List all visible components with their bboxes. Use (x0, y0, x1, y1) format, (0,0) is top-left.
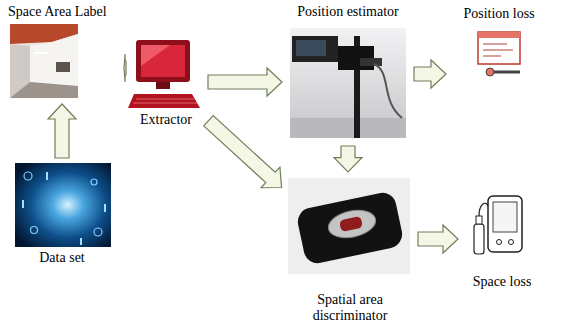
probe-tip (486, 68, 494, 76)
data-glyph (80, 238, 82, 245)
loss-window-icon (478, 32, 520, 76)
stylus-cylinder (474, 224, 484, 254)
node-label: Spatial area discriminator (302, 292, 398, 324)
icon-node: Extractor (128, 36, 204, 128)
handheld-icon (474, 196, 522, 254)
room-shelf (56, 62, 70, 72)
screen-shine (141, 45, 170, 66)
data-set-image (15, 163, 111, 247)
plug (476, 216, 482, 224)
room-photo (10, 24, 78, 98)
node-label: Space Area Label (8, 4, 107, 20)
probe-tool (494, 71, 520, 74)
image-node: Position estimator (286, 4, 410, 142)
block-arrow (204, 116, 282, 188)
handheld-button (497, 240, 502, 245)
data-glyph (24, 172, 32, 180)
image-node: Spatial area discriminator (286, 176, 414, 324)
node-label: Position loss (463, 6, 534, 22)
block-arrow (418, 225, 458, 253)
window-line (483, 55, 501, 57)
data-glyph (46, 172, 48, 180)
block-arrow (334, 146, 362, 172)
data-glyph (104, 204, 106, 212)
camera-clamp (360, 58, 382, 66)
room-light (34, 52, 48, 54)
data-glyph (22, 200, 24, 208)
icon-node: Position loss (450, 6, 548, 146)
handheld-screen (493, 202, 517, 232)
keyboard (128, 94, 200, 108)
sensor-pad (339, 216, 363, 232)
room-floor (10, 82, 78, 98)
image-node: Space Area Label (6, 4, 122, 100)
block-arrow (208, 68, 282, 96)
cord (479, 203, 488, 216)
window-line (483, 43, 507, 45)
icon-node: Space loss (462, 188, 542, 290)
display-screen (296, 40, 326, 56)
sensor-ring (326, 206, 378, 241)
node-label: Space loss (473, 274, 532, 290)
keyboard-keys (136, 99, 194, 100)
keyboard-keys (133, 103, 197, 104)
monitor-stand (156, 82, 170, 89)
photo-ground (290, 28, 406, 138)
room-back-wall (30, 34, 78, 86)
node-label: Data set (39, 250, 84, 266)
window-frame (478, 32, 520, 64)
data-glyph (91, 179, 97, 185)
node-label: Position estimator (297, 4, 399, 20)
device-body (295, 190, 404, 266)
cable (374, 64, 402, 118)
data-glyph (94, 228, 102, 236)
data-glyph (31, 227, 38, 234)
camera-rig-photo (290, 28, 406, 138)
window-line (483, 49, 513, 51)
computer-icon (128, 40, 200, 108)
photo-ground (288, 178, 410, 274)
window-title-bar (478, 32, 520, 38)
handheld-button (509, 240, 514, 245)
photo-table (290, 118, 406, 138)
discriminator-device-photo (288, 178, 410, 274)
block-arrow (414, 60, 446, 88)
block-arrow (124, 54, 126, 82)
display-device (292, 36, 338, 62)
data-glow (15, 163, 111, 247)
block-arrow (48, 104, 76, 158)
handheld-body (488, 196, 522, 252)
node-label: Extractor (140, 112, 192, 128)
room-ground (10, 24, 78, 98)
monitor-screen (141, 45, 185, 77)
monitor-body (136, 40, 190, 82)
image-node: Data set (12, 162, 112, 266)
